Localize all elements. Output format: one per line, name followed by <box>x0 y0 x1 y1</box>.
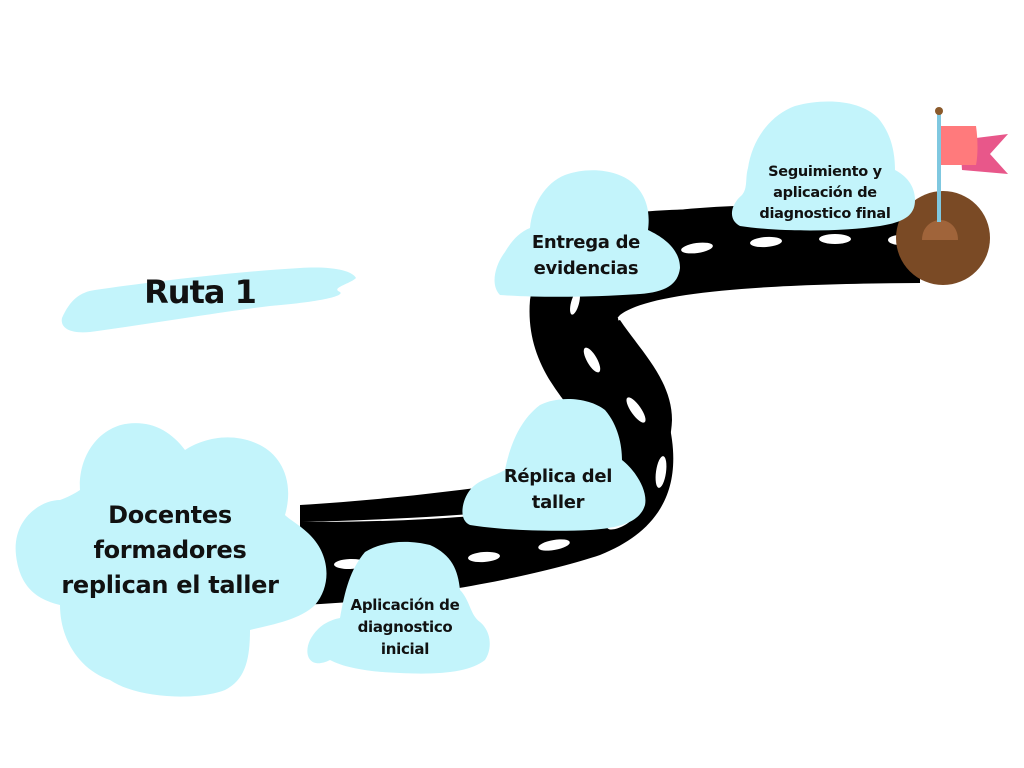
step-line: inicial <box>380 640 430 658</box>
cloud-step-1 <box>307 541 490 674</box>
step-3-label: Entrega de evidencias <box>506 226 666 286</box>
step-1-label: Aplicación de diagnostico inicial <box>330 592 480 662</box>
step-line: evidencias <box>533 258 639 279</box>
step-line: taller <box>531 492 585 513</box>
step-line: diagnostico <box>357 618 453 636</box>
title-text: Ruta 1 <box>144 273 257 311</box>
step-line: diagnostico final <box>759 205 891 222</box>
page-title: Ruta 1 <box>100 268 300 316</box>
step-2-label: Réplica del taller <box>478 460 638 520</box>
start-line: formadores <box>93 535 247 564</box>
step-line: Réplica del <box>503 466 613 487</box>
cloud-step-2 <box>462 398 646 531</box>
goal-marker <box>896 107 1008 285</box>
title-brush-stroke <box>61 267 356 333</box>
cloud-step-3 <box>494 170 680 297</box>
step-line: Aplicación de <box>350 596 460 614</box>
cloud-start <box>15 423 327 697</box>
step-4-label: Seguimiento y aplicación de diagnostico … <box>740 158 910 228</box>
step-line: aplicación de <box>773 184 877 201</box>
flag-icon <box>935 107 1008 222</box>
start-label: Docentes formadores replican el taller <box>50 490 290 610</box>
step-line: Entrega de <box>531 232 641 253</box>
step-line: Seguimiento y <box>768 163 882 180</box>
cloud-step-4 <box>731 101 915 231</box>
start-line: Docentes <box>108 500 232 529</box>
start-line: replican el taller <box>61 570 279 599</box>
mound-base <box>922 220 958 240</box>
